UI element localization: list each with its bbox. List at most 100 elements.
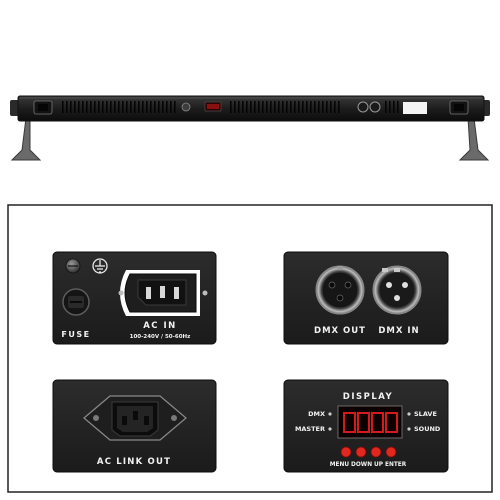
- mode-led-dmx: [328, 412, 332, 416]
- vent-slot: [82, 101, 84, 113]
- right-stand: [458, 117, 490, 161]
- vent-slot: [254, 101, 256, 113]
- vent-slot: [122, 101, 124, 113]
- vent-slot: [274, 101, 276, 113]
- ac-link-out-socket: [83, 395, 187, 441]
- vent-slot: [278, 101, 280, 113]
- led-bar-fixture: [10, 95, 490, 161]
- vent-slot: [110, 101, 112, 113]
- vent-slot: [146, 101, 148, 113]
- bar-dmx-in: [369, 101, 381, 113]
- vent-slot: [294, 101, 296, 113]
- vent-slot: [90, 101, 92, 113]
- vent-slot: [246, 101, 248, 113]
- vent-slot: [262, 101, 264, 113]
- buttons-label: MENU DOWN UP ENTER: [330, 462, 407, 468]
- dmx-panel: DMX OUT DMX IN: [283, 251, 449, 345]
- bar-dmx-out: [357, 101, 369, 113]
- mode-led-sound: [407, 427, 411, 431]
- vent-slot: [66, 101, 68, 113]
- vent-slot: [166, 101, 168, 113]
- ac-link-out-panel: AC LINK OUT: [52, 379, 217, 473]
- fuse-label: FUSE: [61, 330, 90, 339]
- vent-slot: [74, 101, 76, 113]
- vent-slots: [62, 101, 399, 113]
- up-button[interactable]: [370, 446, 382, 458]
- vent-slot: [302, 101, 304, 113]
- vent-slot: [170, 101, 172, 113]
- vent-slot: [330, 101, 332, 113]
- vent-slot: [86, 101, 88, 113]
- mode-label-master: MASTER: [295, 425, 325, 433]
- mode-label-sound: SOUND: [414, 425, 441, 433]
- vent-slot: [286, 101, 288, 113]
- vent-slot: [385, 101, 387, 113]
- vent-slot: [326, 101, 328, 113]
- vent-slot: [282, 101, 284, 113]
- vent-slot: [314, 101, 316, 113]
- vent-slot: [142, 101, 144, 113]
- dmx-out-connector: [315, 265, 365, 315]
- vent-slot: [266, 101, 268, 113]
- bar-fuse-holder: [181, 102, 191, 112]
- vent-slot: [154, 101, 156, 113]
- left-stand: [10, 117, 42, 161]
- vent-slot: [322, 101, 324, 113]
- fuse-ac-in-panel: FUSE AC IN 100-240V / 50-60Hz: [52, 251, 217, 345]
- ac-in-rating: 100-240V / 50-60Hz: [130, 334, 191, 340]
- vent-slot: [250, 101, 252, 113]
- vent-slot: [290, 101, 292, 113]
- vent-slot: [134, 101, 136, 113]
- vent-slot: [397, 101, 399, 113]
- ac-in-socket: [118, 270, 208, 316]
- vent-slot: [393, 101, 395, 113]
- vent-slot: [102, 101, 104, 113]
- mode-label-dmx: DMX: [308, 410, 325, 418]
- menu-button[interactable]: [340, 446, 352, 458]
- vent-slot: [270, 101, 272, 113]
- bar-label-plate: [403, 102, 427, 114]
- vent-slot: [98, 101, 100, 113]
- display-title: DISPLAY: [343, 392, 393, 402]
- dmx-out-label: DMX OUT: [314, 326, 366, 336]
- enter-button[interactable]: [385, 446, 397, 458]
- vent-slot: [306, 101, 308, 113]
- vent-slot: [318, 101, 320, 113]
- ac-link-out-label: AC LINK OUT: [97, 457, 171, 467]
- vent-slot: [234, 101, 236, 113]
- display-control-panel: DISPLAY DMX MASTER SLAVE SOUND MENU DOWN…: [283, 379, 449, 473]
- vent-slot: [70, 101, 72, 113]
- vent-slot: [150, 101, 152, 113]
- vent-slot: [118, 101, 120, 113]
- vent-slot: [138, 101, 140, 113]
- led-display: [337, 405, 403, 439]
- vent-slot: [298, 101, 300, 113]
- dmx-in-connector: [372, 265, 422, 315]
- mode-led-master: [328, 427, 332, 431]
- down-button[interactable]: [355, 446, 367, 458]
- vent-slot: [106, 101, 108, 113]
- mode-label-slave: SLAVE: [414, 410, 437, 418]
- ac-in-label: AC IN: [143, 321, 177, 331]
- vent-slot: [94, 101, 96, 113]
- vent-slot: [162, 101, 164, 113]
- vent-slot: [258, 101, 260, 113]
- vent-slot: [126, 101, 128, 113]
- vent-slot: [389, 101, 391, 113]
- vent-slot: [242, 101, 244, 113]
- ground-symbol-icon: [92, 258, 108, 274]
- vent-slot: [310, 101, 312, 113]
- vent-slot: [114, 101, 116, 113]
- mode-led-slave: [407, 412, 411, 416]
- vent-slot: [158, 101, 160, 113]
- dmx-in-label: DMX IN: [378, 326, 419, 336]
- vent-slot: [62, 101, 64, 113]
- vent-slot: [338, 101, 340, 113]
- vent-slot: [238, 101, 240, 113]
- vent-slot: [230, 101, 232, 113]
- vent-slot: [174, 101, 176, 113]
- vent-slot: [78, 101, 80, 113]
- vent-slot: [334, 101, 336, 113]
- vent-slot: [130, 101, 132, 113]
